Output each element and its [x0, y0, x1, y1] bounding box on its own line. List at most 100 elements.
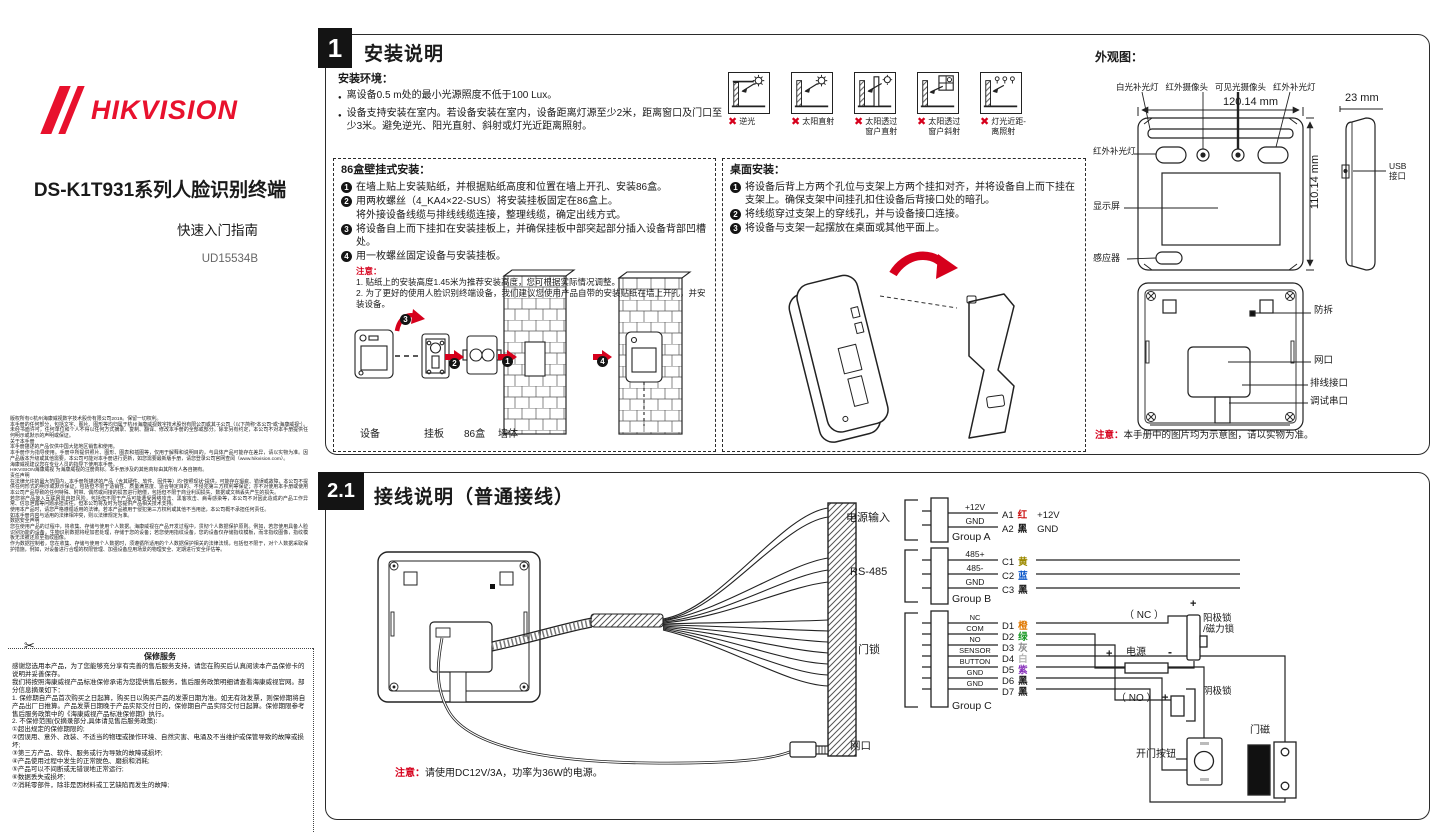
scissors-icon: ✂ [24, 638, 35, 653]
diagram-step-marker: 1 [502, 356, 513, 367]
prohibited-label: 逆光 [739, 117, 756, 126]
power-input-label: 电源输入 [846, 512, 890, 524]
wire-color: 黑 [1018, 676, 1028, 687]
diagram-step-marker: 4 [597, 356, 608, 367]
wire-color: 蓝 [1018, 571, 1028, 582]
wire-color: 白 [1018, 654, 1028, 665]
visible-camera-label: 可见光摄像头 [1215, 82, 1267, 92]
prohibited-item: ✖太阳透过 窗户斜射 [917, 72, 967, 136]
backlight-icon [728, 72, 770, 114]
guide-subtitle: 快速入门指南 [177, 223, 258, 238]
note-title: 注意： [356, 266, 382, 276]
appearance-note: 注意：本手册中的图片均为示意图，请以实物为准。 [1095, 430, 1314, 441]
wire-color: 黑 [1018, 687, 1028, 698]
wire-color: 黑 [1017, 524, 1028, 535]
prohibited-item: ✖逆光 [728, 72, 778, 136]
nc-label: （ NC ） [1124, 610, 1164, 621]
prohibited-label: 太阳透过 窗户直射 [865, 117, 898, 136]
section2-number-tab: 2.1 [318, 472, 364, 510]
group-name: Group A [952, 531, 991, 543]
wiring-diagram [377, 497, 1297, 803]
wire-color: 灰 [1018, 643, 1028, 654]
pin-label: NC [969, 613, 981, 622]
power-plus: + [1106, 648, 1113, 660]
pin-label: GND [965, 577, 985, 587]
note-line: 1. 贴纸上的安装高度1.45米为推荐安装高度，您可根据实际情况调整。 [356, 277, 620, 287]
wire-color: 黄 [1018, 557, 1028, 568]
wiring-note: 注意：请使用DC12V/3A，功率为36W的电源。 [395, 768, 603, 779]
group-name: Group B [952, 593, 992, 605]
warranty-body: 感谢您选用本产品，为了您能够充分享有完善的售后服务支持，请您在购买后认真阅读本产… [12, 663, 306, 789]
wire-color: 绿 [1018, 632, 1028, 643]
wire-color: 黑 [1018, 585, 1028, 596]
pin-label: 485- [966, 563, 984, 573]
power-supply-label: 电源 [1126, 647, 1146, 658]
pin-label: GND [965, 516, 985, 526]
appearance-diagram [1124, 91, 1386, 431]
direct-sunlight-icon [791, 72, 833, 114]
usb-port-label: USB 接口 [1389, 161, 1407, 181]
pin-label: SENSOR [959, 646, 991, 655]
part-label-wall: 墙体 [498, 429, 518, 440]
anode-lock-label: 阳极锁 /磁力锁 [1203, 613, 1235, 635]
height-dimension: 110.14 mm [1309, 154, 1321, 210]
pin-label: BUTTON [959, 657, 991, 666]
prohibited-item: ✖灯光近距- 离照射 [980, 72, 1030, 136]
ir-light-left-label: 红外补光灯 [1093, 146, 1136, 156]
tamper-label: 防拆 [1314, 305, 1334, 316]
pin-label: COM [966, 624, 984, 633]
part-label-86box: 86盒 [464, 429, 486, 440]
no-label: （ NO ） [1116, 693, 1157, 704]
env-bullet: 离设备0.5 m处的最小光源照度不低于100 Lux。 [338, 89, 726, 105]
prohibited-x-icon: ✖ [728, 116, 738, 128]
prohibited-x-icon: ✖ [854, 116, 864, 128]
power-minus: - [1168, 645, 1172, 659]
section1-number-tab: 1 [318, 28, 352, 68]
doc-code: UD15534B [201, 253, 258, 265]
pin-label: GND [966, 679, 984, 688]
note-line: 2. 为了更好的使用人脸识别终端设备，我们建议您使用产品自带的安装贴纸在墙上开孔… [356, 288, 706, 309]
section1-title: 安装说明 [364, 44, 445, 65]
wire-color: 紫 [1018, 665, 1028, 676]
sun-through-window-icon [854, 72, 896, 114]
width-dimension: 120.14 mm [1222, 96, 1279, 108]
prohibited-item: ✖太阳透过 窗户直射 [854, 72, 904, 136]
cable-port-label: 排线接口 [1310, 378, 1349, 389]
ir-light-label: 红外补光灯 [1273, 82, 1316, 92]
desktop-title: 桌面安装： [730, 164, 785, 176]
product-title: DS-K1T931系列人脸识别终端 [33, 180, 287, 201]
step: 将外接设备线缆与排线线缆连接，整理线缆，确定出线方式。 [356, 210, 626, 221]
white-light-label: 白光补光灯 [1116, 82, 1159, 92]
cathode-plus: + [1162, 692, 1169, 704]
pin-label: 485+ [965, 549, 985, 559]
hikvision-logo: HIKVISION [40, 84, 238, 136]
prohibited-label: 灯光近距- 离照射 [991, 117, 1026, 136]
prohibited-x-icon: ✖ [980, 116, 990, 128]
env-bullets: 离设备0.5 m处的最小光源照度不低于100 Lux。 设备支持安装在室内。若设… [338, 89, 726, 135]
warranty-title: 保修服务 [144, 652, 176, 661]
debug-port-label: 调试串口 [1310, 396, 1349, 407]
prohibited-conditions-row: ✖逆光 ✖太阳直射 ✖太阳透过 窗户直射 [728, 72, 1030, 136]
lan-port-label: 网口 [1314, 355, 1334, 366]
sensor-label: 感应器 [1093, 253, 1121, 263]
cathode-lock-label: 阴极锁 [1203, 686, 1232, 697]
pin-label: NO [969, 635, 981, 644]
cut-line [8, 648, 313, 649]
